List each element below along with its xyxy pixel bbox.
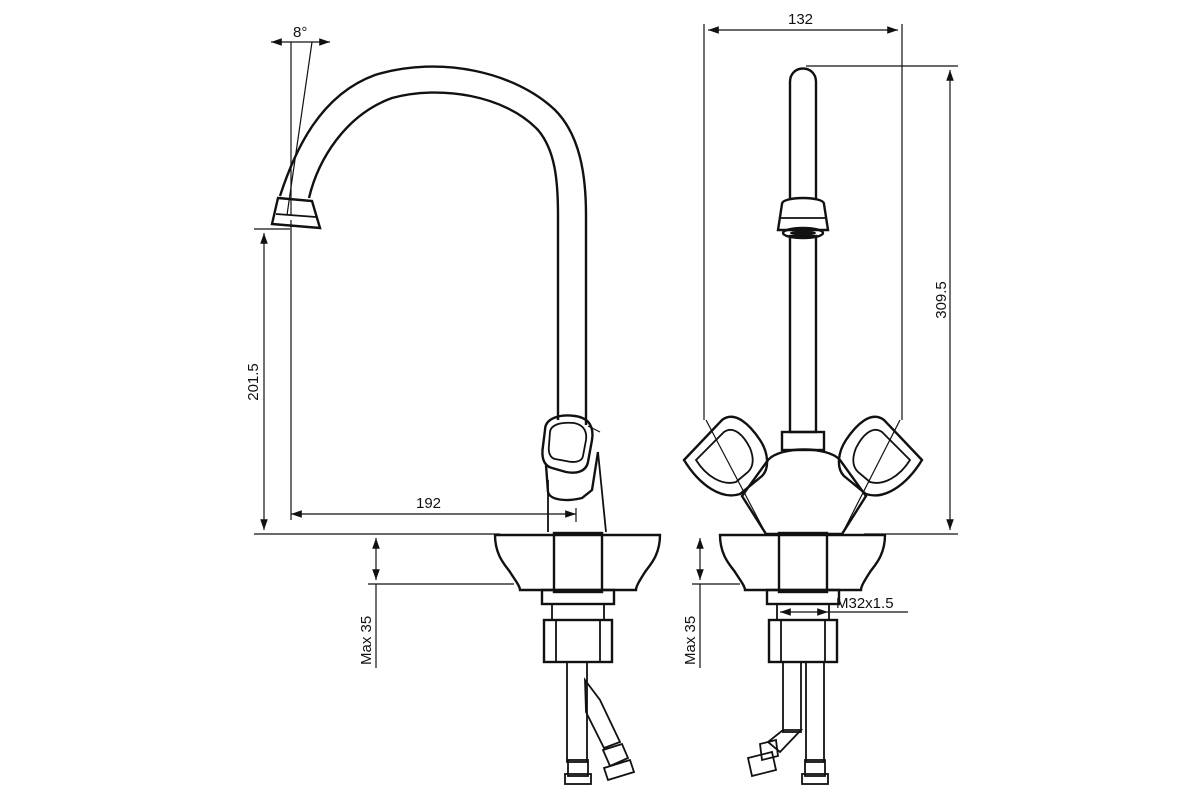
shank-and-nut-front xyxy=(765,588,841,664)
dim-angle: 8° xyxy=(271,24,330,216)
faucet-body-front xyxy=(705,419,901,536)
spout-height-label: 201.5 xyxy=(245,363,262,401)
front-view: 132 309.5 M32x1.5 Max 35 xyxy=(682,11,958,785)
mount-right-label: Max 35 xyxy=(682,616,699,665)
dim-reach: 192 xyxy=(290,220,577,522)
dim-mount-left: Max 35 xyxy=(358,538,514,668)
handle-right-front xyxy=(837,415,924,497)
lever-handle-side xyxy=(541,414,607,533)
shank-and-nut-side xyxy=(540,588,616,664)
flex-hoses-side xyxy=(564,661,636,785)
aerator-front xyxy=(776,196,830,240)
spout-gooseneck xyxy=(278,65,588,425)
angle-label: 8° xyxy=(293,24,307,41)
side-view: 8° 201.5 192 Max 35 xyxy=(245,24,662,785)
dim-spout-height: 201.5 xyxy=(245,228,500,535)
stone-base-side xyxy=(493,531,662,594)
spout-front xyxy=(788,67,818,434)
width-label: 132 xyxy=(788,11,813,28)
reach-label: 192 xyxy=(416,495,441,512)
dim-total-height: 309.5 xyxy=(806,65,958,535)
dim-width: 132 xyxy=(703,11,903,420)
handle-left-front xyxy=(682,415,769,497)
mount-left-label: Max 35 xyxy=(358,616,375,665)
total-height-label: 309.5 xyxy=(933,281,950,319)
aerator-side xyxy=(270,196,322,230)
dim-mount-right: Max 35 xyxy=(682,538,740,668)
stone-base-front xyxy=(718,531,887,594)
flex-hoses-front xyxy=(746,661,829,785)
dim-thread: M32x1.5 xyxy=(780,595,908,616)
thread-label: M32x1.5 xyxy=(836,595,894,612)
